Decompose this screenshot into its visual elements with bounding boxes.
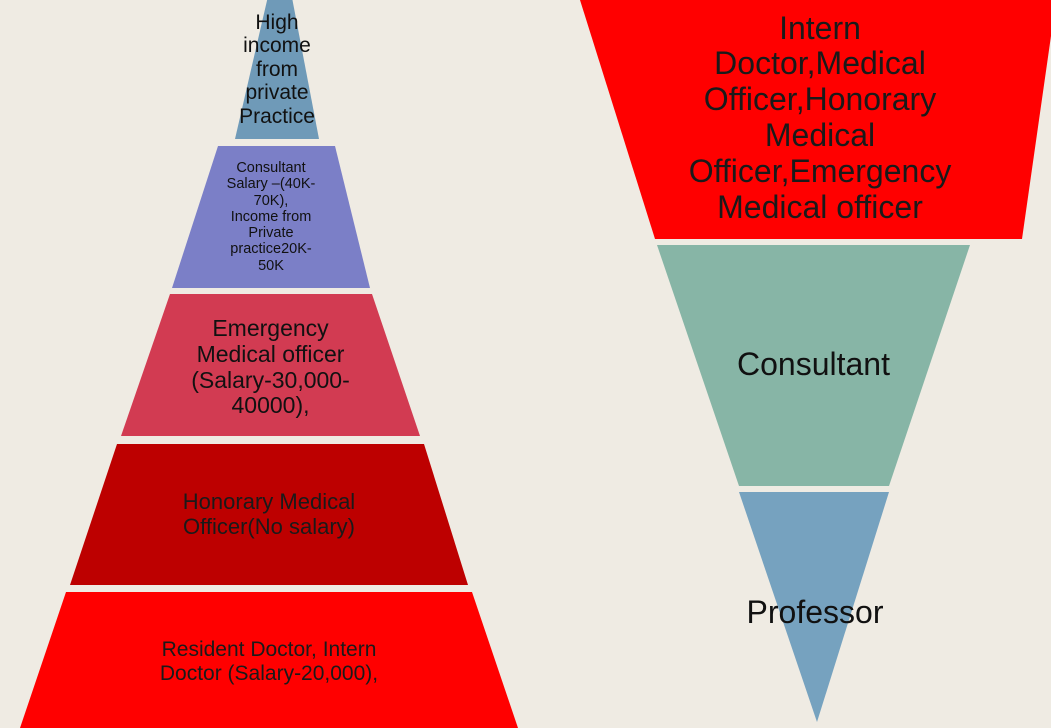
left-pyramid-tier-1-line: private — [245, 81, 309, 105]
right-funnel-tier-1-line: Intern — [779, 9, 861, 46]
right-funnel-tier-3-label: Professor — [720, 580, 910, 646]
right-funnel-tier-1-line: Officer,Honorary — [703, 81, 937, 118]
left-pyramid-tier-3-line: (Salary-30,000- — [191, 366, 350, 393]
right-funnel-tier-1-line: Medical — [764, 117, 876, 153]
left-pyramid-tier-3-line: Medical officer — [196, 340, 345, 367]
left-pyramid-tier-4-line: Officer(No salary) — [183, 514, 355, 539]
right-funnel-tier-1-shape — [580, 0, 1051, 239]
right-funnel-tier-2-shape — [657, 245, 970, 486]
left-pyramid-tier-1-line: from — [256, 57, 298, 81]
left-pyramid-tier-3-shape — [121, 294, 420, 436]
left-pyramid-tier-2-shape — [172, 146, 370, 288]
left-pyramid-tier-1-line: Practice — [239, 104, 315, 128]
right-funnel-tier-1-line: Medical officer — [717, 188, 923, 225]
left-pyramid-tier-5-line: Resident Doctor, Intern — [161, 638, 377, 662]
right-funnel-tier-3-shape — [739, 492, 889, 722]
left-pyramid-tier-2-line: Consultant — [236, 160, 306, 177]
left-pyramid-tier-4-line: Honorary Medical — [182, 489, 356, 515]
right-funnel-tier-3-line: Professor — [746, 594, 884, 631]
left-pyramid-tier-2-line: Income from — [230, 208, 312, 225]
left-pyramid-tier-2-line: 70K), — [253, 192, 289, 209]
left-pyramid-tier-1-line: income — [243, 34, 311, 58]
left-pyramid-tier-5-line: Doctor (Salary-20,000), — [159, 662, 379, 685]
left-pyramid-tier-1-shape — [235, 0, 319, 139]
right-funnel-tier-1-line: Officer,Emergency — [688, 152, 952, 189]
right-funnel-tier-2-label: Consultant — [657, 310, 970, 420]
left-pyramid-tier-3-line: 40000), — [231, 392, 310, 419]
right-funnel-tier-1-line: Doctor,Medical — [714, 45, 926, 82]
left-pyramid-tier-2-line: Salary –(40K- — [226, 176, 316, 193]
left-pyramid-tier-4-shape — [70, 444, 468, 585]
left-pyramid-tier-5-shape — [20, 592, 518, 728]
left-pyramid-tier-2-line: 50K — [258, 257, 284, 274]
left-pyramid-tier-1-line: High — [255, 10, 299, 34]
right-funnel-tier-2-line: Consultant — [737, 346, 890, 383]
left-pyramid-tier-2-line: Private — [248, 225, 294, 242]
left-pyramid-tier-2-line: practice20K- — [230, 241, 312, 258]
left-pyramid-tier-3-line: Emergency — [212, 315, 329, 341]
